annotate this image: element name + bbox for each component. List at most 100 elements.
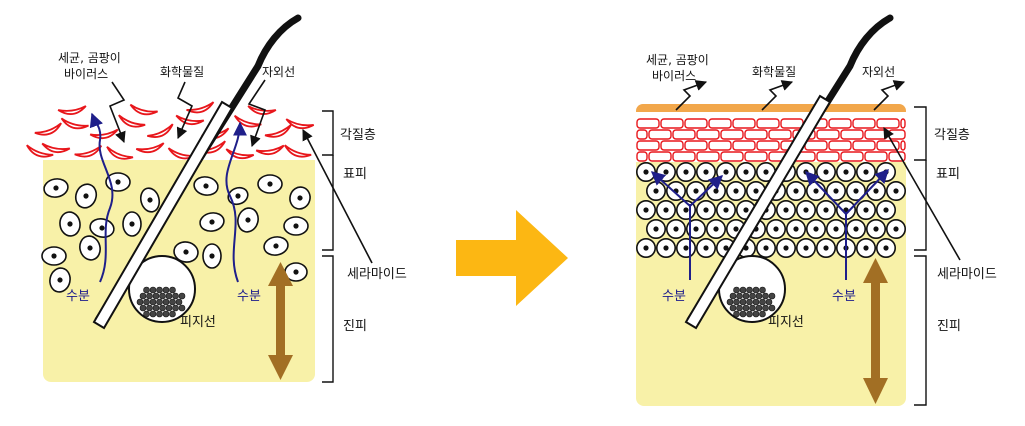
sebum-dot [149,310,157,318]
corneum-brick [636,151,648,162]
cell-nucleus [51,253,57,259]
sebum-dot [739,286,747,294]
sebum-dot [752,286,760,294]
sebum-dot [165,292,173,300]
sebum-dot [159,304,166,312]
epidermis-cell [695,200,716,221]
epidermis-cell [865,219,886,240]
corneum-brick [828,118,852,129]
cell-nucleus [863,169,869,175]
sebum-dot [178,292,186,300]
sebum-dot [749,304,756,312]
epidermis-cell [635,238,656,259]
cell-nucleus [683,169,689,175]
corneum-scale [57,105,87,115]
sebum-dot [149,286,157,294]
left-corneum-bracket [322,110,334,156]
epidermis-cell [825,219,846,240]
sebum-dot [742,304,750,312]
sebum-dot [165,304,173,312]
sebum-dot [143,286,150,294]
sebum-dot [152,292,160,300]
corneum-brick [744,129,768,140]
cell-nucleus [683,207,689,213]
right-dermis-bracket [914,255,927,406]
corneum-brick [696,151,720,162]
left-epidermis-bracket [322,155,334,251]
epidermis-cell [855,200,876,221]
sebum-dot [726,298,734,306]
sebum-dot [149,298,157,306]
cell-nucleus [813,226,819,232]
corneum-brick [684,118,708,129]
corneum-brick [636,129,648,140]
sebum-dot [156,310,163,318]
right-sebum-dots [726,286,776,318]
right-epidermis-bracket [914,160,927,251]
epidermis-cell [705,219,726,240]
arrow-right-icon [456,210,568,306]
sebum-dot [759,310,766,318]
cell-nucleus [723,169,729,175]
sebum-dot [746,298,753,306]
sebum-dot [146,292,153,300]
corneum-brick [636,140,660,151]
corneum-scale [186,101,215,114]
sebum-dot [156,298,163,306]
corneum-brick [852,118,876,129]
cell-nucleus [53,185,59,191]
corneum-scale [285,118,315,130]
epidermis-cell [59,211,81,237]
epidermis-cell [755,238,776,259]
sebum-dot [729,292,737,300]
cell-nucleus [99,225,105,231]
left-label-microbes-2: 바이러스 [64,67,108,81]
cell-nucleus [83,193,89,199]
epidermis-cell [825,181,846,202]
epidermis-cell [685,219,706,240]
sebum-dot [156,286,163,294]
cell-nucleus [267,181,273,187]
cell-nucleus [773,226,779,232]
cell-nucleus [209,219,215,225]
cell-nucleus [67,221,73,227]
epidermis-cell [41,246,67,266]
left-epidermis-cells [41,172,311,293]
corneum-brick [648,129,672,140]
sebum-dot [752,298,760,306]
sebum-dot [755,292,763,300]
cell-nucleus [883,207,889,213]
epidermis-cell [79,235,101,261]
left-hair-follicle [92,100,234,330]
sebum-dot [733,310,740,318]
corneum-scale [118,114,146,128]
corneum-brick [852,140,876,151]
sebum-dot [159,292,166,300]
left-label-microbes-1: 세균, 곰팡이 [58,51,121,65]
sebum-dot [172,304,179,312]
epidermis-cell [685,181,706,202]
epidermis-cell [765,219,786,240]
cell-nucleus [693,226,699,232]
sebum-dot [136,298,144,306]
left-label-dermis: 진피 [343,319,367,334]
left-chemical-arrow [176,81,194,140]
left-label-moisture-b: 수분 [237,289,261,304]
cell-nucleus [57,277,63,283]
corneum-brick [768,129,792,140]
epidermis-cell [885,219,906,240]
epidermis-cell [705,181,726,202]
sebum-dot [762,304,769,312]
epidermis-cell [675,238,696,259]
right-panel: 세균, 곰팡이 바이러스 화학물질 자외선 각질층 표피 세라마이드 진피 수분… [635,14,997,406]
cell-nucleus [643,169,649,175]
sebum-dot [739,298,747,306]
right-dermis-double-arrow [863,258,888,404]
epidermis-cell [635,200,656,221]
epidermis-cell [715,200,736,221]
cell-nucleus [763,245,769,251]
epidermis-cell [645,219,666,240]
corneum-brick [780,118,804,129]
cell-nucleus [293,223,299,229]
